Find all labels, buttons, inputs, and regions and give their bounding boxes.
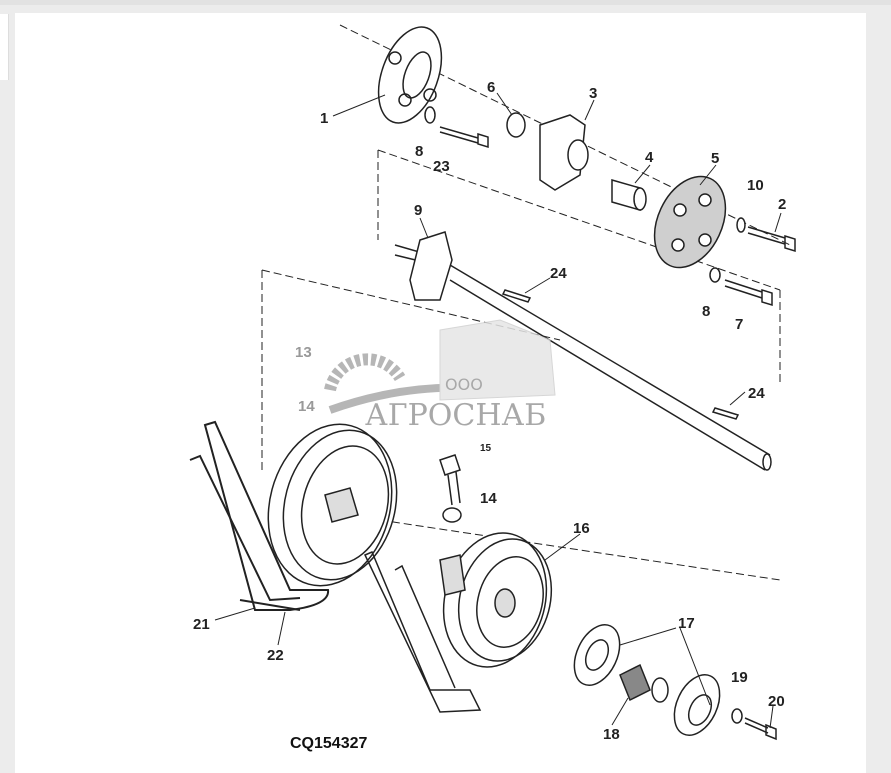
part-24-key-lower: [711, 407, 740, 420]
part-3-hub: [539, 114, 586, 191]
part-13-pulley: [267, 423, 398, 587]
part-8-washer: [424, 106, 436, 124]
callout-24-lower: 24: [748, 385, 765, 402]
callout-1: 1: [320, 110, 328, 127]
part-7-bolt: [724, 279, 773, 307]
part-8-washer-lower: [709, 267, 721, 283]
callout-8-lower: 8: [702, 303, 710, 320]
part-19-washer: [731, 708, 743, 724]
callout-10: 10: [747, 177, 764, 194]
callout-14: 14: [298, 398, 315, 415]
callout-16: 16: [573, 520, 590, 537]
callout-13: 13: [295, 344, 312, 361]
callout-19: 19: [731, 669, 748, 686]
callout-6: 6: [487, 79, 495, 96]
callout-23: 23: [433, 158, 450, 175]
top-bar: [0, 0, 891, 5]
callout-leaders: [214, 92, 782, 729]
part-17-bearing-plates: [573, 624, 721, 736]
callout-labels: 1 6 3 8 23 4 5 10 2 9 24 8 7 13 14 24 15…: [193, 79, 786, 743]
callout-2: 2: [778, 196, 786, 213]
callout-14-nut: 14: [480, 490, 497, 507]
part-9-shaft: [394, 231, 772, 471]
callout-17: 17: [678, 615, 695, 632]
callout-20: 20: [768, 693, 785, 710]
callout-9: 9: [414, 202, 422, 219]
watermark-name: АГРОСНАБ: [365, 398, 546, 433]
part-15-bolt: [439, 454, 461, 506]
part-18-bearing: [619, 663, 651, 702]
part-24-key: [501, 289, 532, 303]
parts-21-22-v-belts: [189, 420, 330, 611]
agrosnab-watermark-logo: ООО АГРОСНАБ: [324, 319, 556, 433]
callout-4: 4: [645, 149, 654, 166]
callout-3: 3: [589, 85, 597, 102]
callout-7: 7: [735, 316, 743, 333]
part-2-bolt: [747, 226, 796, 253]
part-6-nut: [506, 112, 526, 138]
part-17-ring: [651, 677, 669, 703]
part-1-flange: [377, 26, 443, 124]
parts-v-belts-small: [363, 551, 482, 713]
part-10-washer: [736, 217, 746, 233]
part-20-bolt: [744, 717, 777, 741]
part-5-rubber-disc: [653, 175, 727, 269]
callout-18: 18: [603, 726, 620, 743]
part-23-bolt: [439, 126, 489, 149]
callout-24: 24: [550, 265, 567, 282]
part-14-nut: [442, 507, 462, 523]
callout-22: 22: [267, 647, 284, 664]
watermark-prefix: ООО: [445, 375, 483, 394]
callout-15: 15: [480, 443, 492, 454]
callout-21: 21: [193, 616, 210, 633]
callout-5: 5: [711, 150, 719, 167]
side-panel-edge: [0, 14, 9, 80]
callout-8: 8: [415, 143, 423, 160]
part-16-pulley: [439, 532, 553, 668]
diagram-caption: CQ154327: [290, 735, 367, 752]
